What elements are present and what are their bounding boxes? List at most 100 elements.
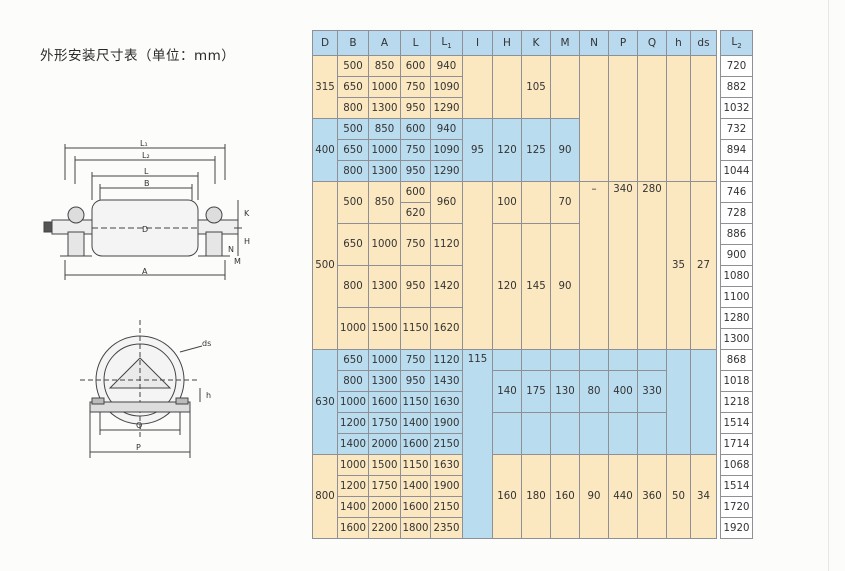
cell-L1: 1290 <box>430 97 463 119</box>
cell-L2: 1018 <box>720 370 753 392</box>
col-header-M: M <box>550 30 580 56</box>
label-L2: L₂ <box>142 151 150 160</box>
cell-K-blank <box>521 349 551 371</box>
page-title: 外形安装尺寸表（单位：mm） <box>40 48 236 64</box>
cell-P: 400 <box>608 370 638 413</box>
cell-L: 750 <box>400 76 431 98</box>
cell-h-top <box>666 55 691 182</box>
cell-L2: 1714 <box>720 433 753 455</box>
label-D: D <box>142 225 148 234</box>
col-header-L2-sub: 2 <box>737 42 742 51</box>
table-header-row: D B A L L1 I H K M N P Q h ds L2 <box>312 30 753 56</box>
cell-L2: 1514 <box>720 475 753 497</box>
col-header-K: K <box>521 30 551 56</box>
cell-L: 620 <box>400 202 431 224</box>
cell-L2: 886 <box>720 223 753 245</box>
cell-ds: 27 <box>690 181 717 350</box>
cell-D: 400 <box>312 118 338 182</box>
cell-B: 1000 <box>337 454 369 476</box>
cell-B: 1200 <box>337 412 369 434</box>
cell-B: 650 <box>337 139 369 161</box>
cell-h-blank <box>666 349 691 455</box>
cell-K: 180 <box>521 454 551 539</box>
cell-P: 440 <box>608 454 638 539</box>
col-header-I: I <box>462 30 493 56</box>
cell-L1: 1090 <box>430 139 463 161</box>
cell-A: 2000 <box>368 496 401 518</box>
cell-L1: 960 <box>430 181 463 224</box>
cell-L1: 2350 <box>430 517 463 539</box>
table-row: 1600 2200 1800 2350 1920 <box>313 517 753 539</box>
cell-A: 1600 <box>368 391 401 413</box>
table-row: 1200 1750 1400 1900 1514 <box>313 412 753 455</box>
cell-L: 950 <box>400 265 431 308</box>
cell-A: 1000 <box>368 76 401 98</box>
cell-L: 1600 <box>400 433 431 455</box>
cell-L: 600 <box>400 181 431 203</box>
col-header-D: D <box>312 30 338 56</box>
cell-B: 500 <box>337 118 369 140</box>
cell-H: 120 <box>492 223 522 350</box>
cell-L2: 1100 <box>720 286 753 308</box>
cell-N-blank <box>579 412 609 455</box>
cell-M-top <box>550 55 580 119</box>
cell-L: 1400 <box>400 412 431 434</box>
cell-M: 70 <box>550 181 580 224</box>
col-header-L2-main: L <box>731 35 738 48</box>
cell-K: 175 <box>521 370 551 413</box>
cell-L2: 1218 <box>720 391 753 413</box>
cell-A: 1000 <box>368 139 401 161</box>
cell-A: 1750 <box>368 475 401 497</box>
cell-A: 2000 <box>368 433 401 455</box>
cell-B: 650 <box>337 76 369 98</box>
cell-B: 1600 <box>337 517 369 539</box>
label-L: L <box>144 167 149 176</box>
cell-K-blank <box>521 412 551 455</box>
label-L1: L₁ <box>140 140 148 148</box>
col-header-Q: Q <box>637 30 667 56</box>
col-header-A: A <box>368 30 401 56</box>
cell-L1: 1630 <box>430 391 463 413</box>
label-H: H <box>244 237 250 246</box>
cell-B: 800 <box>337 265 369 308</box>
col-header-L1: L1 <box>430 30 463 56</box>
end-view-labels: ds h Q P <box>136 339 211 452</box>
cell-B: 800 <box>337 97 369 119</box>
cell-L: 1400 <box>400 475 431 497</box>
cell-M-blank <box>550 412 580 455</box>
cell-L1: 940 <box>430 55 463 77</box>
cell-I-top <box>462 55 493 119</box>
cell-L1: 2150 <box>430 433 463 455</box>
cell-A: 850 <box>368 181 401 224</box>
cell-K-mid <box>521 181 551 224</box>
table-row: 630 650 1000 750 1120 115 868 <box>312 349 753 539</box>
cell-L1: 1090 <box>430 76 463 98</box>
cell-B: 1400 <box>337 496 369 518</box>
cell-L2: 1032 <box>720 97 753 119</box>
cell-h: 35 <box>666 181 691 350</box>
cell-L: 600 <box>400 55 431 77</box>
cell-A: 1300 <box>368 160 401 182</box>
cell-D: 315 <box>312 55 338 119</box>
cell-h: 50 <box>666 454 691 539</box>
cell-ds: 34 <box>690 454 717 539</box>
table-row: 900 <box>313 244 753 266</box>
dimension-table: D B A L L1 I H K M N P Q h ds L2 315 500… <box>312 30 753 539</box>
cell-P-top <box>608 55 638 182</box>
cell-M: 90 <box>550 223 580 350</box>
cell-L1: 1620 <box>430 307 463 350</box>
cell-L1: 940 <box>430 118 463 140</box>
col-header-P: P <box>608 30 638 56</box>
cell-L2: 1920 <box>720 517 753 539</box>
cell-B: 500 <box>337 181 369 224</box>
cell-L2: 882 <box>720 76 753 98</box>
cell-L2: 728 <box>720 202 753 224</box>
table-row: 1400 2000 1600 2150 1714 <box>313 433 753 455</box>
cell-N: – <box>579 181 609 350</box>
cell-L1: 1900 <box>430 475 463 497</box>
cell-N: 80 <box>579 370 609 413</box>
page-edge-divider <box>828 0 839 571</box>
pulley-drawings: L₁ L₂ L B D K H N M A ds h Q P <box>43 140 250 458</box>
label-M: M <box>234 257 241 266</box>
table-row: 315 500 850 600 940 105 720 <box>312 55 753 182</box>
